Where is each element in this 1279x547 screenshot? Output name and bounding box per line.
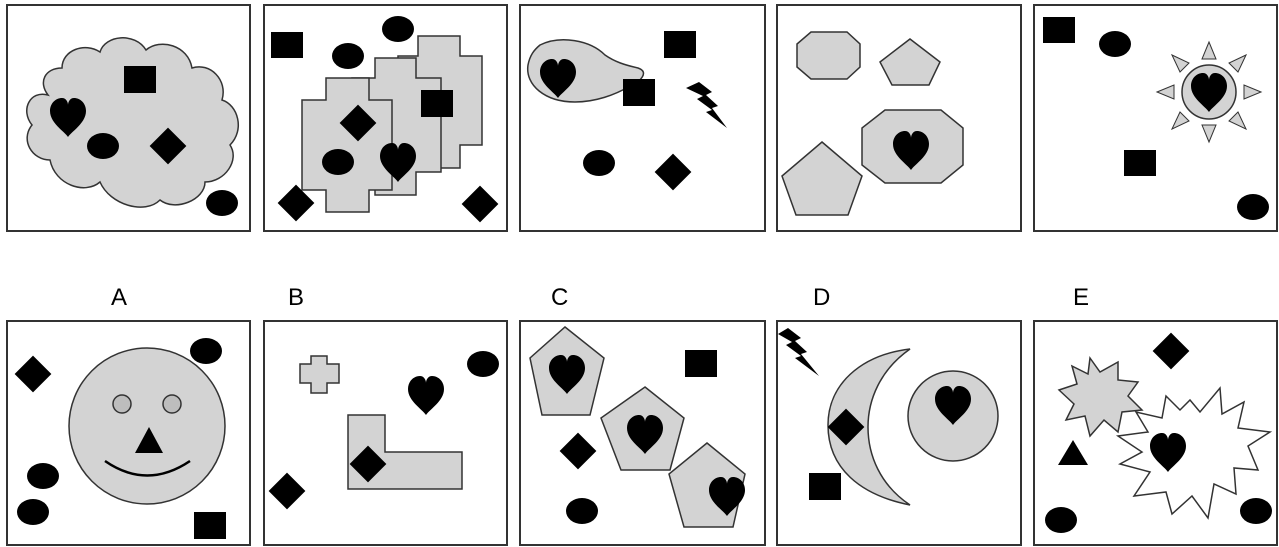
answer-option-c[interactable] [520, 321, 765, 545]
ellipse-shape [322, 149, 354, 175]
rectangle-shape [124, 66, 156, 93]
rectangle-shape [194, 512, 226, 539]
ellipse-shape [467, 351, 499, 377]
ellipse-shape [27, 463, 59, 489]
question-panel-sun [1034, 5, 1277, 231]
eye-left [113, 395, 131, 413]
question-panel-blob [520, 5, 765, 231]
rectangle-shape [1043, 17, 1075, 43]
question-panel-cloud [7, 5, 250, 231]
octagon-shape [797, 32, 860, 79]
ellipse-shape [583, 150, 615, 176]
option-label-e: E [1073, 284, 1089, 311]
ellipse-shape [1237, 194, 1269, 220]
ellipse-shape [566, 498, 598, 524]
smiley-face-shape [69, 348, 225, 504]
rectangle-shape [809, 473, 841, 500]
question-panel-polygons [777, 5, 1021, 231]
option-label-c: C [551, 284, 568, 311]
ellipse-shape [87, 133, 119, 159]
ellipse-shape [1045, 507, 1077, 533]
rectangle-shape [685, 350, 717, 377]
answer-option-a[interactable] [7, 321, 250, 545]
panel-frame [520, 5, 765, 231]
rectangle-shape [271, 32, 303, 58]
ellipse-shape [382, 16, 414, 42]
ellipse-shape [1240, 498, 1272, 524]
ellipse-shape [1099, 31, 1131, 57]
rectangle-shape [623, 79, 655, 106]
ellipse-shape [206, 190, 238, 216]
option-label-a: A [111, 284, 127, 311]
rectangle-shape [664, 31, 696, 58]
answer-option-d[interactable] [777, 321, 1021, 545]
rectangle-shape [1124, 150, 1156, 176]
question-panel-crosses [264, 5, 507, 231]
option-label-d: D [813, 284, 830, 311]
rectangle-shape [421, 90, 453, 117]
ellipse-shape [332, 43, 364, 69]
answer-option-e[interactable] [1034, 321, 1277, 545]
ellipse-shape [190, 338, 222, 364]
ellipse-shape [17, 499, 49, 525]
option-label-b: B [288, 284, 304, 311]
answer-option-b[interactable] [264, 321, 507, 545]
eye-right [163, 395, 181, 413]
